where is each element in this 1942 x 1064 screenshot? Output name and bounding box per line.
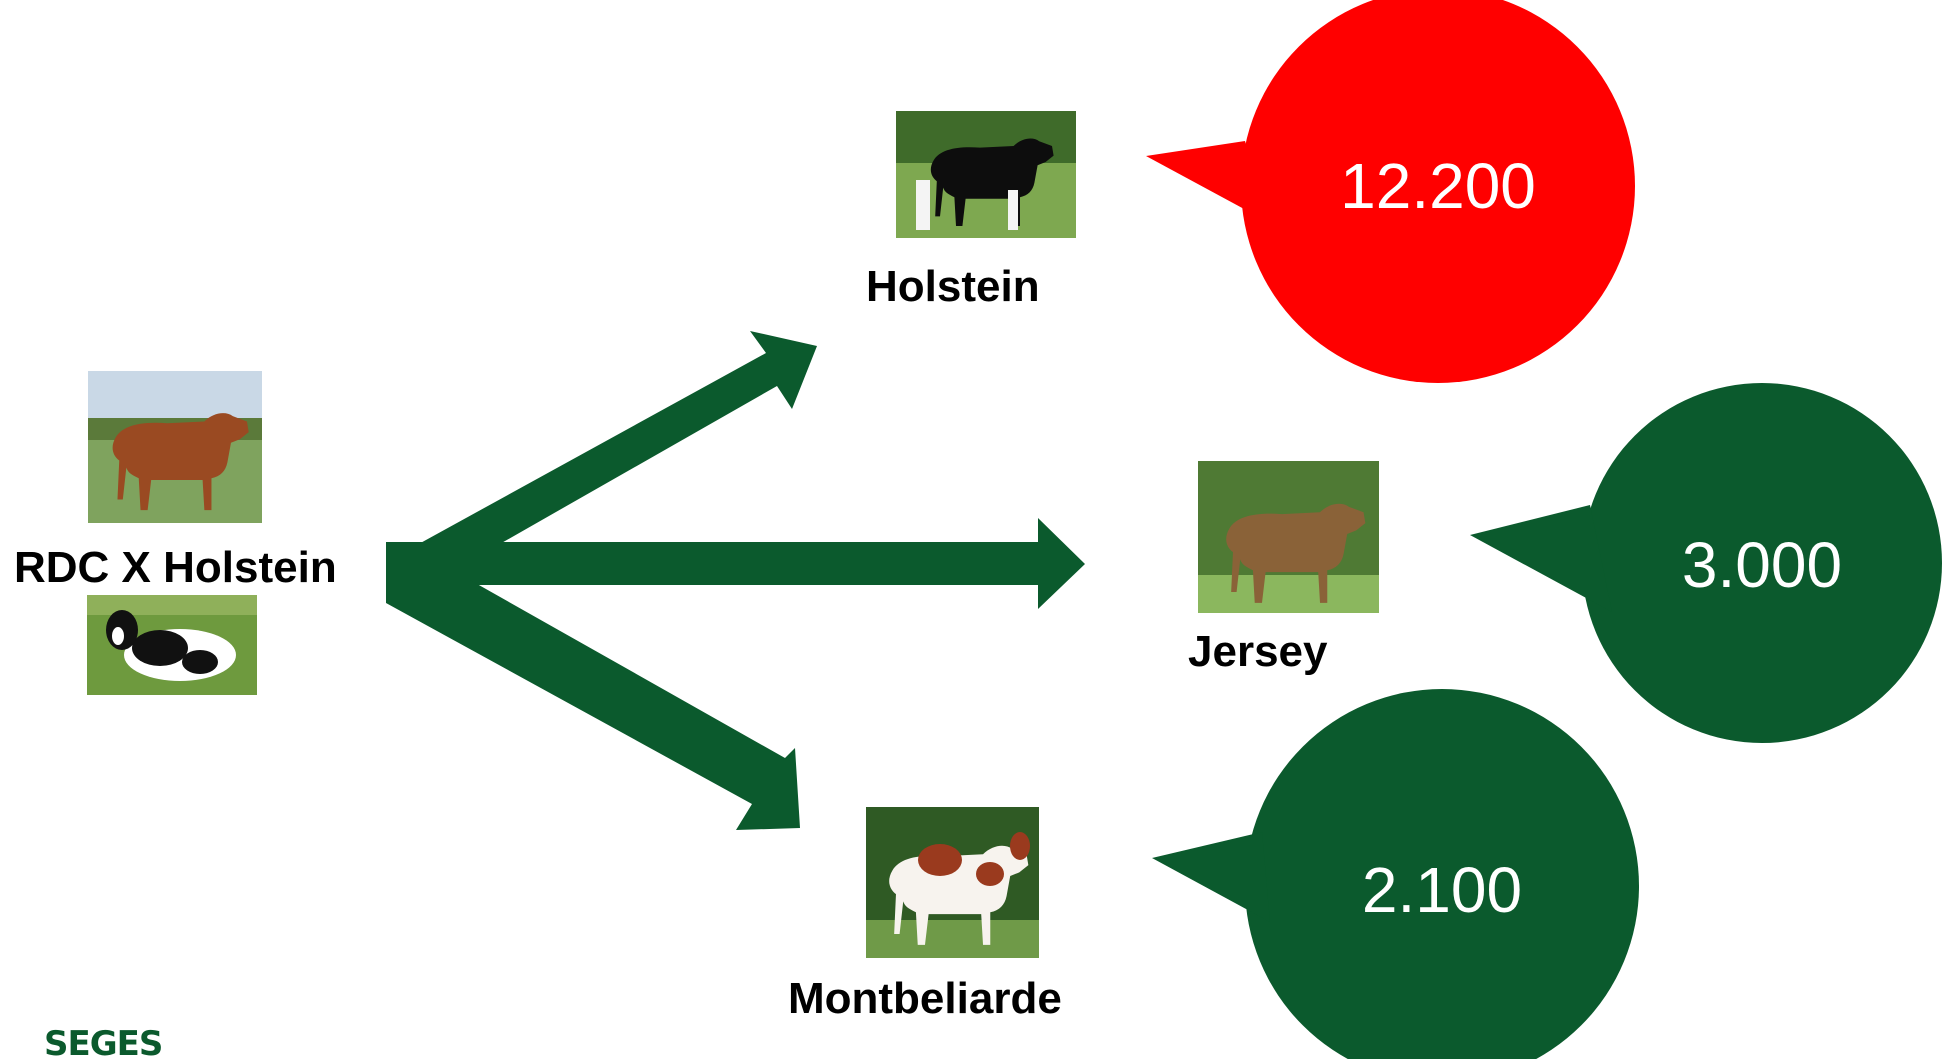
arrow-to-montbeliarde <box>386 580 800 830</box>
jersey-bull-photo <box>1198 461 1379 613</box>
jersey-value: 3.000 <box>1682 529 1842 601</box>
arrows <box>386 331 1085 830</box>
holstein-cow-lying-photo <box>87 595 257 695</box>
source-label: RDC X Holstein <box>14 543 337 592</box>
arrow-to-jersey <box>386 518 1085 609</box>
bubble-jersey <box>1470 383 1942 743</box>
bubble-montbeliarde <box>1152 689 1639 1064</box>
holstein-value: 12.200 <box>1340 150 1536 222</box>
holstein-label: Holstein <box>866 262 1040 311</box>
jersey-label: Jersey <box>1188 627 1328 676</box>
bubble-holstein <box>1146 0 1635 383</box>
rdc-bull-photo <box>88 371 262 523</box>
seges-logo: SEGES <box>44 1024 163 1064</box>
montbeliarde-value: 2.100 <box>1362 854 1522 926</box>
holstein-bull-photo <box>896 111 1076 238</box>
montbeliarde-bull-photo <box>866 807 1039 958</box>
montbeliarde-label: Montbeliarde <box>788 974 1062 1023</box>
arrow-to-holstein <box>386 331 817 562</box>
